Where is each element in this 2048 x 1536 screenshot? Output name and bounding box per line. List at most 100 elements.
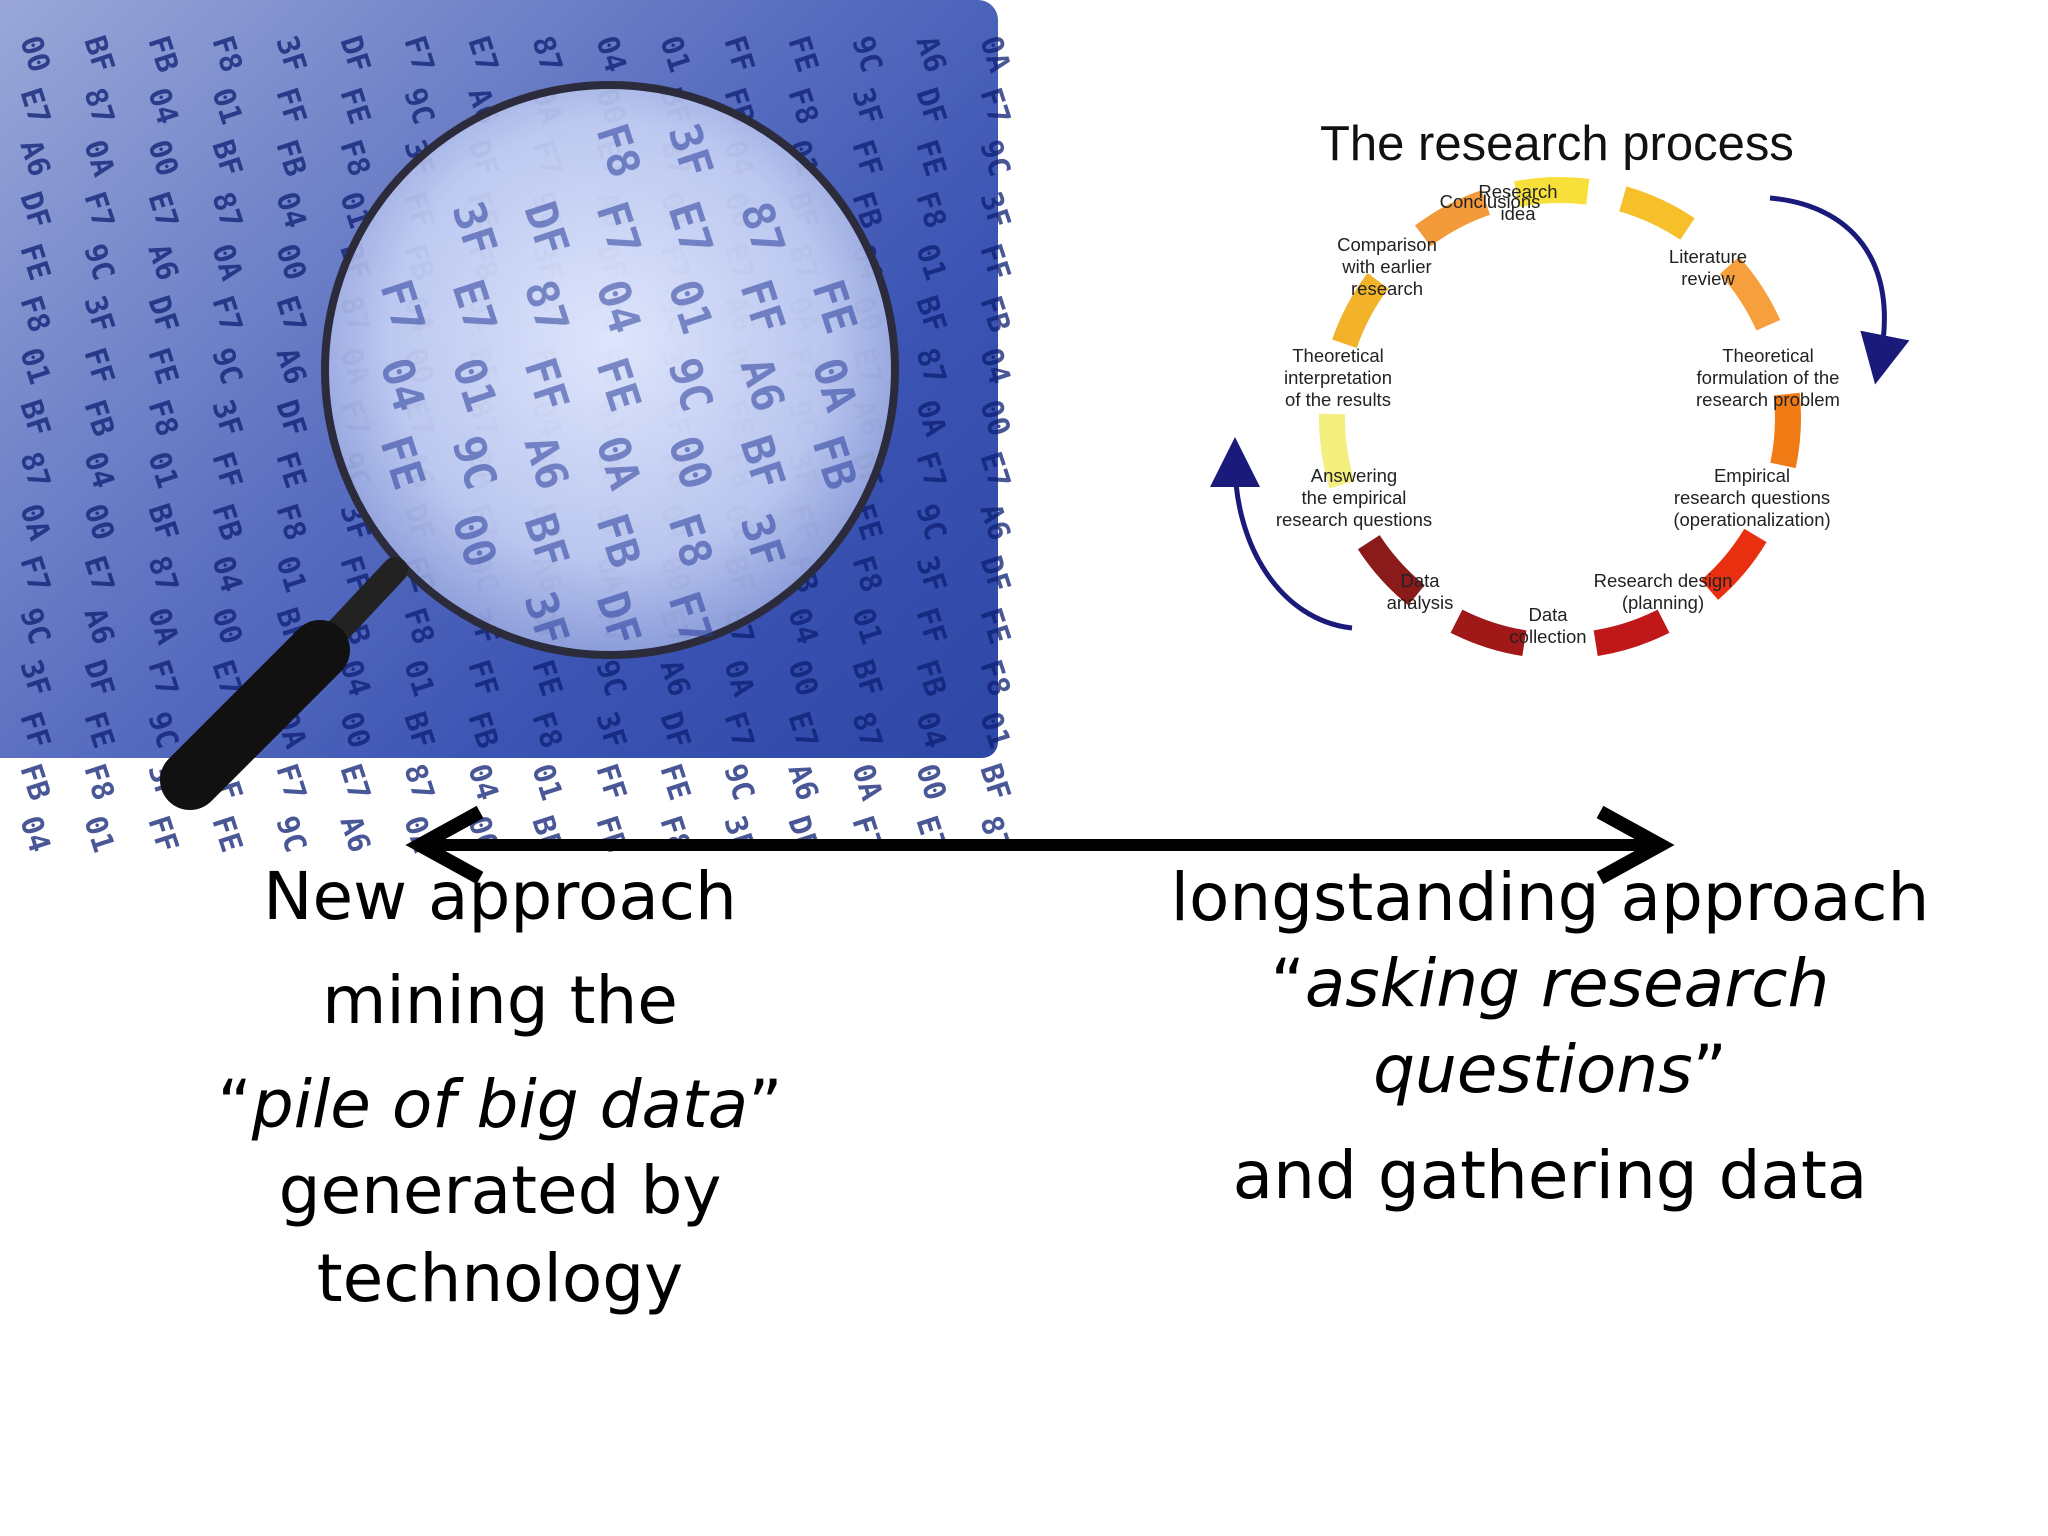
hex-digit: 01	[972, 708, 1016, 753]
hex-digit: 00	[140, 136, 184, 181]
hex-digit: FF	[972, 240, 1016, 285]
hex-digit: 9C	[76, 240, 120, 285]
ring-segment-literature-review	[1619, 186, 1695, 240]
hex-digit: 01	[652, 32, 696, 77]
hex-digit: 9C	[588, 656, 632, 701]
hex-digit: F7	[140, 656, 184, 701]
hex-digit: A6	[76, 604, 120, 649]
hex-digit: FF	[908, 604, 952, 649]
hex-digit: DF	[76, 656, 120, 701]
hex-digit: BF	[396, 708, 440, 753]
stage-label-conclusions: Conclusions	[1439, 191, 1541, 212]
stage-label-data-analysis: Data analysis	[1386, 570, 1454, 613]
hex-digit: BF	[204, 136, 248, 181]
hex-digit: 0A	[844, 760, 888, 805]
hex-digit: 04	[588, 32, 632, 77]
hex-digit: 3F	[204, 396, 248, 441]
hex-digit: FE	[780, 32, 824, 77]
hex-digit: F7	[204, 292, 248, 337]
hex-digit: FE	[652, 760, 696, 805]
hex-digit: 04	[12, 812, 56, 857]
asking-research-line: “asking research	[1270, 945, 1830, 1022]
hex-digit: FF	[140, 812, 184, 857]
hex-digit: 87	[76, 84, 120, 129]
ring-segment-research-idea	[1514, 177, 1590, 207]
hex-digit: E7	[76, 552, 120, 597]
stage-label-data-collection: Data collection	[1509, 604, 1587, 647]
hex-digit: A6	[332, 812, 376, 857]
hex-digit: A6	[652, 656, 696, 701]
hex-digit: 00	[780, 656, 824, 701]
hex-digit: 04	[460, 760, 504, 805]
hex-digit: FB	[204, 500, 248, 545]
technology-line: technology	[316, 1240, 684, 1317]
hex-digit: 04	[268, 188, 312, 233]
hex-digit: DF	[972, 552, 1016, 597]
hex-digit: 9C	[908, 500, 952, 545]
hex-digit: BF	[908, 292, 952, 337]
hex-digit: FF	[12, 708, 56, 753]
hex-digit: BF	[12, 396, 56, 441]
hex-digit: F7	[268, 760, 312, 805]
hex-digit: F8	[204, 32, 248, 77]
hex-digit: DF	[652, 708, 696, 753]
hex-digit: F8	[908, 188, 952, 233]
hex-digit: 00	[268, 240, 312, 285]
hex-digit: 0A	[716, 656, 760, 701]
hex-digit: 87	[396, 760, 440, 805]
hex-digit: 87	[140, 552, 184, 597]
pile-of-big-data-line: “pile of big data”	[217, 1066, 783, 1143]
hex-digit: 04	[780, 604, 824, 649]
hex-digit: 3F	[268, 32, 312, 77]
hex-digit: F8	[12, 292, 56, 337]
hex-digit: F8	[140, 396, 184, 441]
hex-digit: DF	[908, 84, 952, 129]
hex-digit: 04	[204, 552, 248, 597]
hex-digit: FE	[332, 84, 376, 129]
hex-digit: FB	[12, 760, 56, 805]
hex-digit: 9C	[140, 708, 184, 753]
longstanding-approach-text: longstanding approach “asking research q…	[1150, 855, 1950, 1219]
hex-digit: F8	[844, 552, 888, 597]
magnifier-illustration: 00E7A6DFFEF801BF870AF79C3FFFFB04BF870AF7…	[12, 32, 1016, 857]
hex-digit: 00	[76, 500, 120, 545]
hex-digit: FB	[460, 708, 504, 753]
hex-digit: E7	[780, 708, 824, 753]
hex-digit: FE	[908, 136, 952, 181]
hex-digit: FE	[972, 604, 1016, 649]
ring-segment-research-design	[1700, 528, 1767, 600]
hex-digit: 00	[204, 604, 248, 649]
hex-digit: 9C	[268, 812, 312, 857]
stage-label-comparison: Comparison with earlier research	[1337, 234, 1437, 299]
hex-digit: 0A	[12, 500, 56, 545]
hex-digit: E7	[972, 448, 1016, 493]
hex-digit: E7	[12, 84, 56, 129]
ring-segment-theoretical-interpretation	[1319, 413, 1355, 489]
hex-digit: 00	[12, 32, 56, 77]
lens-glass	[321, 81, 899, 659]
hex-digit: F7	[908, 448, 952, 493]
hex-digit: F8	[396, 604, 440, 649]
hex-digit: 9C	[396, 84, 440, 129]
hex-digit: 87	[844, 708, 888, 753]
hex-digit: 01	[76, 812, 120, 857]
new-approach-text: New approach mining the “pile of big dat…	[170, 855, 830, 1323]
hex-digit: F7	[972, 84, 1016, 129]
hex-digit: FE	[524, 656, 568, 701]
hex-digit: 04	[76, 448, 120, 493]
stage-label-research-idea: Research idea	[1478, 181, 1558, 224]
hex-digit: E7	[460, 32, 504, 77]
hex-digit: 01	[140, 448, 184, 493]
ring-segment-data-collection	[1593, 609, 1670, 657]
hex-digit: 0A	[140, 604, 184, 649]
hex-digit: F7	[396, 32, 440, 77]
hex-digit: FF	[204, 448, 248, 493]
hex-digit: FF	[588, 760, 632, 805]
hex-digit: 3F	[76, 292, 120, 337]
diagram-title: The research process	[1320, 117, 1794, 171]
research-cycle-graphic	[1210, 177, 1910, 657]
hex-digit: 3F	[908, 552, 952, 597]
hex-digit: FE	[268, 448, 312, 493]
hex-digit: 04	[140, 84, 184, 129]
